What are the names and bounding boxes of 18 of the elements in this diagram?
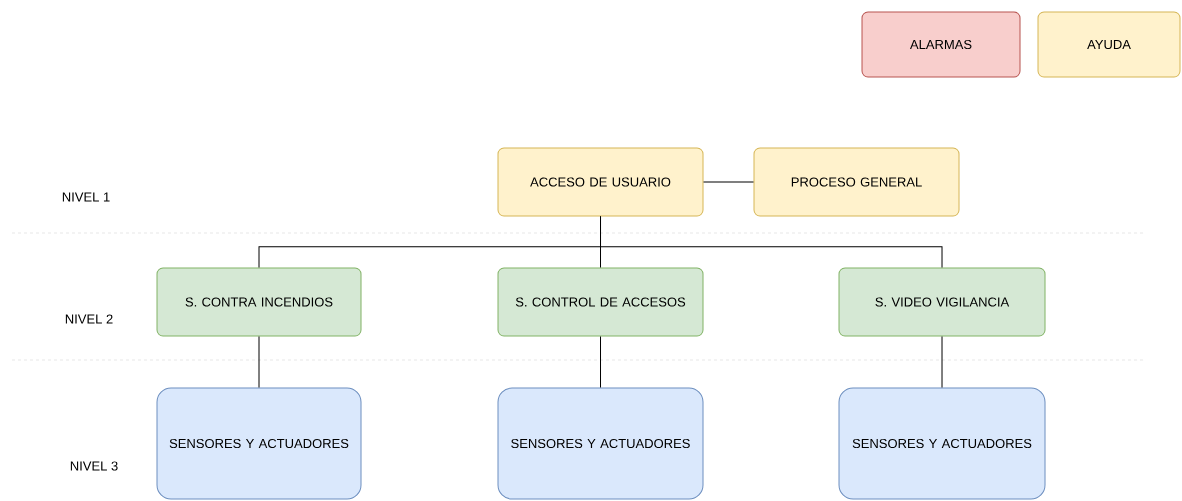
connector-line [600,336,601,388]
level-box: ACCESO DE USUARIO [497,147,704,217]
device-box: SENSORES Y ACTUADORES [838,387,1046,500]
alarm-button: ALARMAS [861,11,1021,78]
subsystem-box: S. VIDEO VIGILANCIA [838,267,1046,337]
level-label: NIVEL 3 [70,461,118,471]
device-box: SENSORES Y ACTUADORES [497,387,704,500]
connector-line [600,216,943,268]
help-button: AYUDA [1037,11,1181,78]
subsystem-box: S. CONTRA INCENDIOS [156,267,362,337]
connector-line [941,336,943,388]
level-label: NIVEL 2 [65,314,113,324]
connector-line [703,181,754,183]
level-box: PROCESO GENERAL [753,147,960,217]
connector-line [258,336,260,388]
subsystem-box: S. CONTROL DE ACCESOS [497,267,704,337]
device-box: SENSORES Y ACTUADORES [156,387,362,500]
level-label: NIVEL 1 [62,192,110,202]
